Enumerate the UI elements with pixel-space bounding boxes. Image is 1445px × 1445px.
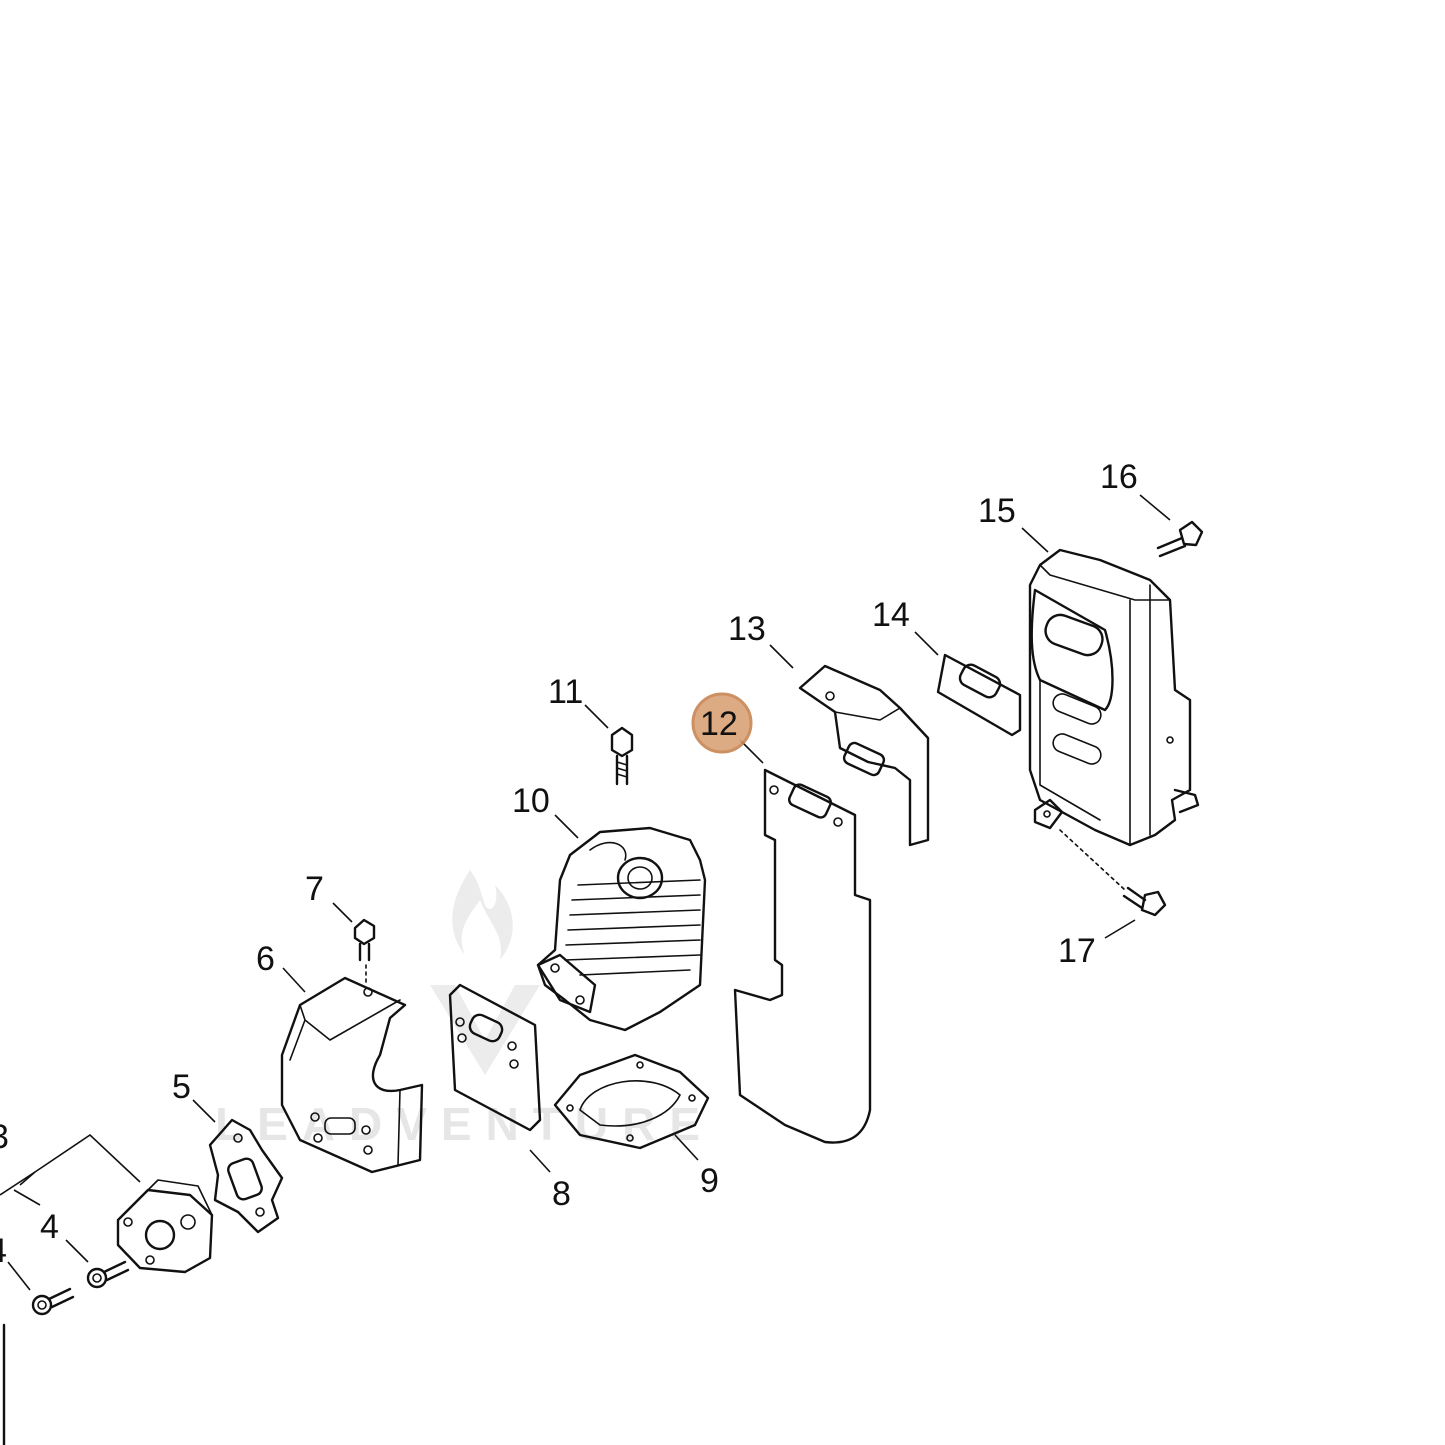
watermark-text: LEADVENTURE — [215, 1098, 714, 1150]
callout-10: 10 — [512, 782, 550, 820]
callout-11: 11 — [548, 673, 583, 711]
highlight-badge-12 — [691, 692, 753, 754]
callout-9: 9 — [700, 1162, 719, 1200]
callout-5: 5 — [172, 1068, 191, 1106]
callout-labels: 3 4 4 5 6 7 8 9 10 11 12 13 14 15 16 17 — [0, 458, 1138, 1270]
part-screw-4b[interactable] — [31, 1287, 75, 1316]
callout-6: 6 — [256, 940, 275, 978]
part-muffler-gasket[interactable] — [936, 653, 1022, 737]
callout-4a: 4 — [40, 1208, 59, 1246]
callout-12: 12 — [700, 705, 738, 743]
callout-13: 13 — [728, 610, 766, 648]
callout-3: 3 — [0, 1118, 9, 1156]
part-screw-7[interactable] — [353, 918, 376, 986]
part-screw-11[interactable] — [610, 726, 634, 786]
part-insulator-gasket[interactable] — [208, 1118, 284, 1234]
callout-16: 16 — [1100, 458, 1138, 496]
part-base-gasket[interactable] — [553, 1053, 710, 1150]
part-screw-16[interactable] — [1156, 520, 1204, 558]
callout-14: 14 — [872, 596, 910, 634]
part-heat-shield-plate[interactable] — [733, 768, 872, 1144]
part-heat-shield[interactable] — [280, 976, 424, 1174]
callout-7: 7 — [305, 870, 324, 908]
watermark: LEADVENTURE — [215, 870, 714, 1150]
part-cylinder[interactable] — [536, 826, 707, 1032]
part-screw-17[interactable] — [1059, 829, 1167, 917]
callout-8: 8 — [552, 1175, 571, 1213]
part-intake-adapter[interactable] — [116, 1179, 214, 1274]
part-gasket-8[interactable] — [448, 983, 542, 1132]
callout-4b: 4 — [0, 1232, 7, 1270]
part-bracket[interactable] — [798, 664, 930, 847]
part-screw-4a[interactable] — [86, 1260, 130, 1289]
callout-15: 15 — [978, 492, 1016, 530]
part-muffler[interactable] — [1028, 548, 1200, 847]
callout-17: 17 — [1058, 932, 1096, 970]
